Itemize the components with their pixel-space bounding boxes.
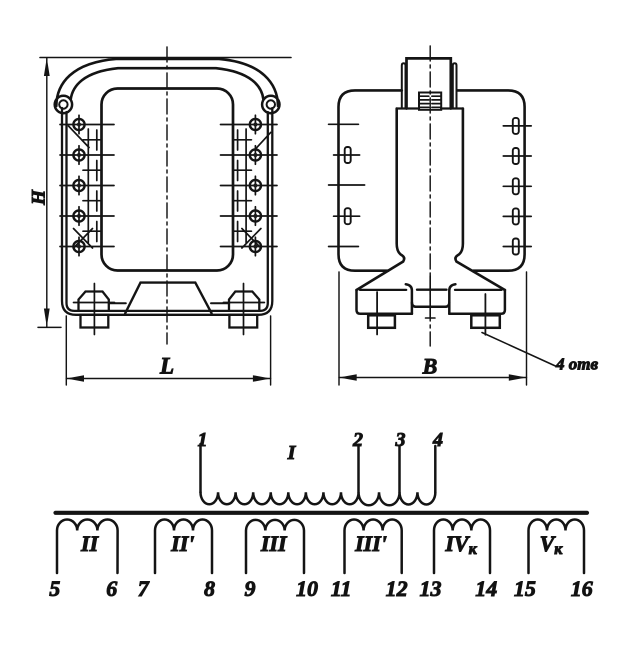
svg-text:4: 4 <box>432 429 443 451</box>
svg-text:II: II <box>80 531 100 556</box>
svg-text:L: L <box>159 354 174 379</box>
svg-text:2: 2 <box>352 429 363 451</box>
svg-text:12: 12 <box>386 576 408 601</box>
svg-text:14: 14 <box>475 576 497 601</box>
svg-text:II': II' <box>170 531 194 556</box>
svg-text:I: I <box>287 442 297 464</box>
svg-text:10: 10 <box>296 576 318 601</box>
svg-text:6: 6 <box>106 576 117 601</box>
svg-text:11: 11 <box>331 576 352 601</box>
svg-text:7: 7 <box>138 576 150 601</box>
svg-text:III: III <box>260 531 288 556</box>
svg-text:3: 3 <box>395 429 406 451</box>
svg-text:16: 16 <box>571 576 593 601</box>
svg-text:8: 8 <box>204 576 215 601</box>
svg-text:4 отв: 4 отв <box>555 355 598 374</box>
svg-text:9: 9 <box>245 576 256 601</box>
svg-text:H: H <box>29 189 50 206</box>
svg-text:III': III' <box>354 531 387 556</box>
svg-text:5: 5 <box>49 576 60 601</box>
svg-text:B: B <box>422 354 438 379</box>
svg-text:1: 1 <box>198 429 208 451</box>
svg-text:15: 15 <box>514 576 536 601</box>
svg-text:Vк: Vк <box>540 531 564 558</box>
svg-text:13: 13 <box>420 576 442 601</box>
